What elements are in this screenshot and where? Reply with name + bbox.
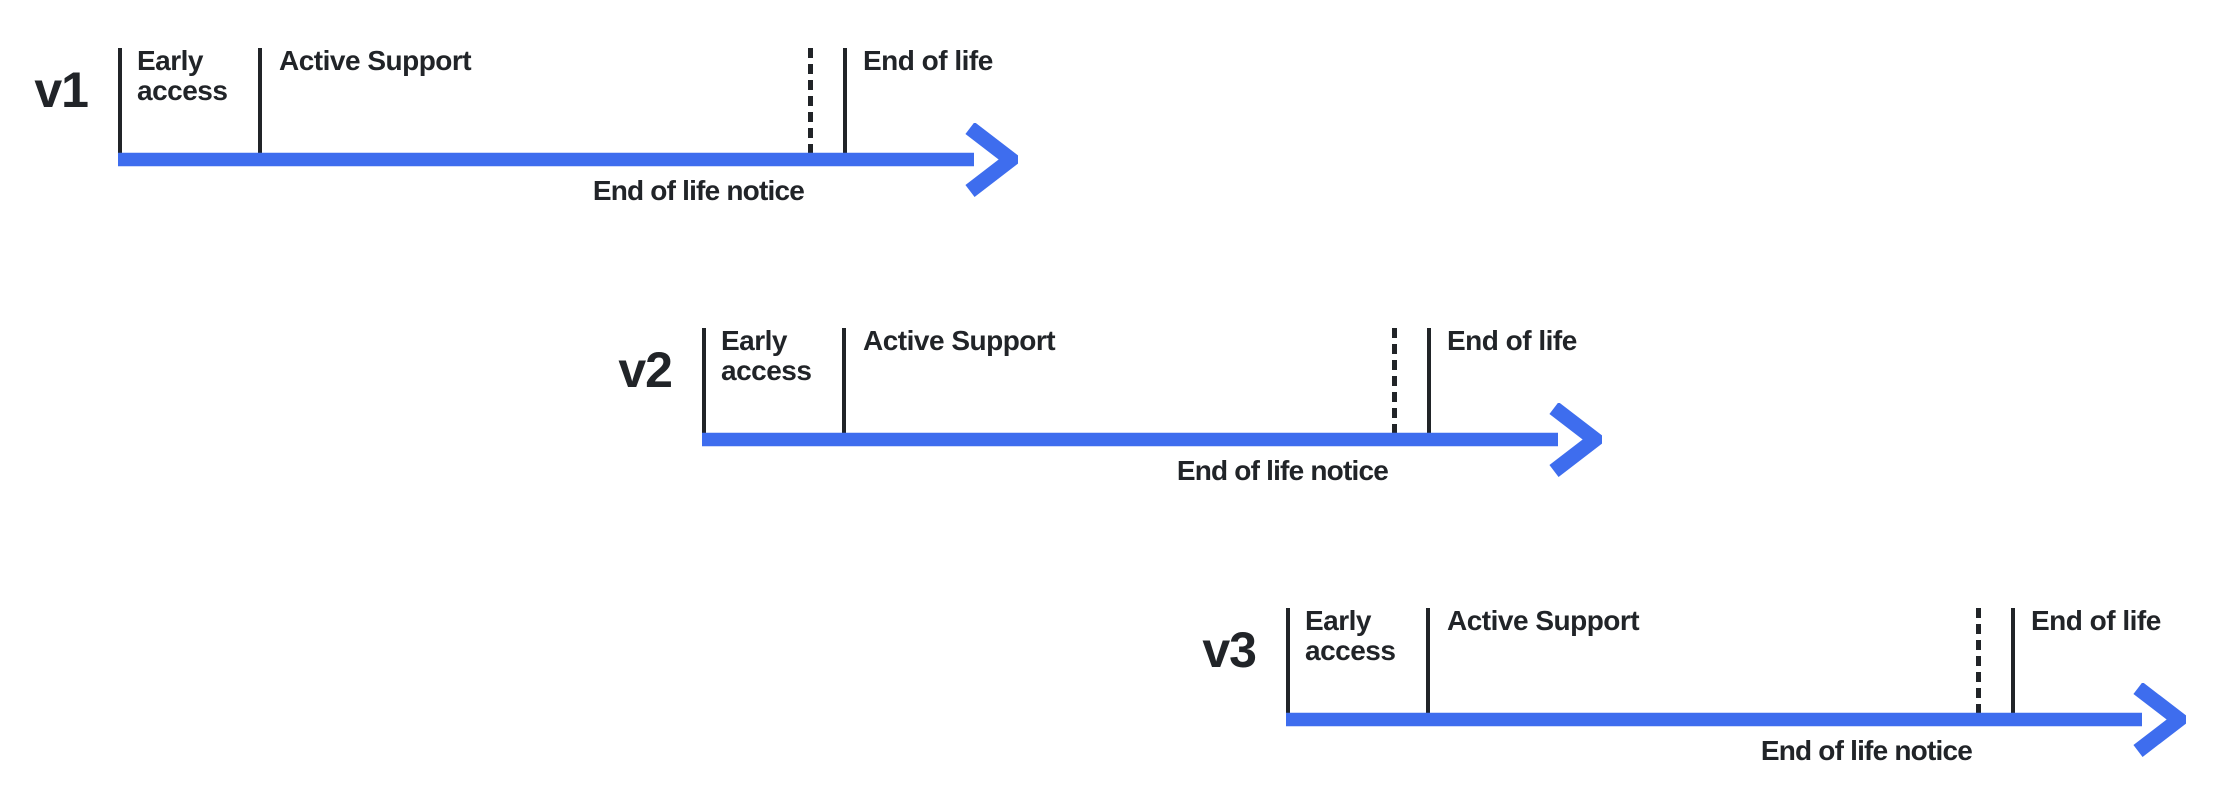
end-of-life-notice-label: End of life notice <box>592 175 805 206</box>
active-support-label: Active Support <box>863 325 1056 356</box>
eol-notice-dashed-line <box>1392 328 1397 433</box>
version-label: v1 <box>34 62 89 118</box>
timeline-arrow-icon <box>118 123 1018 197</box>
end-of-life-notice-label: End of life notice <box>1176 455 1389 486</box>
end-of-life-tick <box>2011 608 2015 713</box>
end-of-life-notice-label: End of life notice <box>1760 735 1973 766</box>
timeline-arrow-icon <box>1286 683 2186 757</box>
active-support-start-tick <box>258 48 262 153</box>
early-access-start-tick <box>118 48 122 153</box>
early-access-start-tick <box>1286 608 1290 713</box>
end-of-life-label: End of life <box>863 45 993 76</box>
timeline-arrow-icon <box>702 403 1602 477</box>
active-support-start-tick <box>1426 608 1430 713</box>
end-of-life-tick <box>843 48 847 153</box>
early-access-label: Early access <box>1305 605 1396 666</box>
active-support-label: Active Support <box>279 45 472 76</box>
eol-notice-dashed-line <box>1976 608 1981 713</box>
active-support-start-tick <box>842 328 846 433</box>
end-of-life-label: End of life <box>1447 325 1577 356</box>
eol-notice-dashed-line <box>808 48 813 153</box>
version-label: v2 <box>618 342 673 398</box>
early-access-label: Early access <box>137 45 228 106</box>
early-access-start-tick <box>702 328 706 433</box>
end-of-life-tick <box>1427 328 1431 433</box>
early-access-label: Early access <box>721 325 812 386</box>
active-support-label: Active Support <box>1447 605 1640 636</box>
end-of-life-label: End of life <box>2031 605 2161 636</box>
version-label: v3 <box>1202 622 1257 678</box>
